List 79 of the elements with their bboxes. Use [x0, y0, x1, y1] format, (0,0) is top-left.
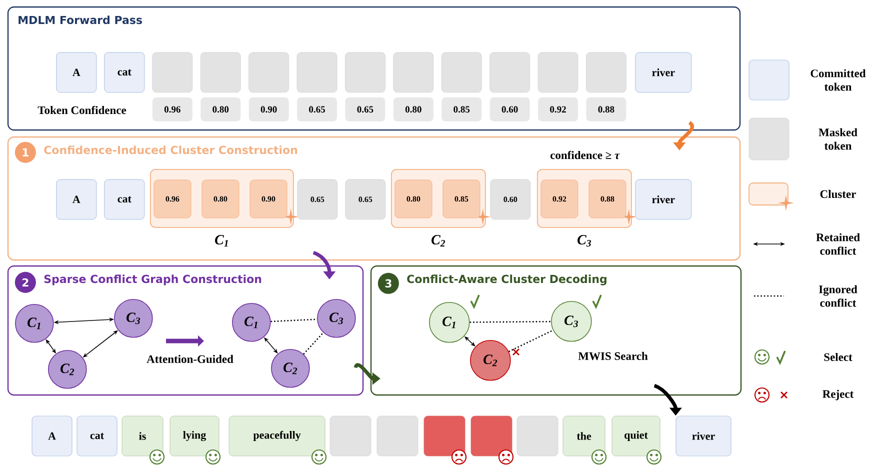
masked-token: 0.65 — [297, 179, 338, 220]
legend-label: Select — [824, 352, 852, 362]
confidence-box: 0.92 — [538, 97, 578, 122]
arrow-label: Attention-Guided — [146, 354, 234, 364]
legend-label: Masked token — [818, 128, 858, 150]
decoded-token: peacefully — [228, 416, 326, 456]
decoded-token: lying — [170, 416, 220, 456]
cluster-node: C$_{3}$ — [317, 299, 356, 338]
node-label: C$_{2}$ — [432, 235, 446, 246]
token-box: A — [32, 416, 72, 456]
legend-label: Committed token — [810, 69, 866, 91]
conflict-edge — [470, 320, 551, 323]
node-label: C$_{1}$ — [215, 235, 228, 246]
rejected-token — [424, 416, 466, 456]
step-number: 3 — [378, 272, 399, 294]
legend-label: Reject — [822, 390, 854, 400]
decoded-token: the — [562, 416, 606, 456]
cluster-token: 0.80 — [202, 180, 240, 218]
masked-token — [586, 52, 626, 93]
cluster-node: C$_{2}$ — [271, 349, 310, 388]
token-box: river — [635, 179, 692, 220]
row-label: Token Confidence — [38, 106, 126, 114]
token-box: cat — [104, 52, 145, 93]
confidence-box: 0.60 — [490, 97, 530, 122]
step-number: 1 — [14, 142, 36, 163]
masked-token — [516, 416, 558, 456]
conflict-edge — [270, 318, 318, 322]
masked-token — [200, 52, 241, 93]
masked-token — [393, 52, 434, 93]
masked-token — [248, 52, 289, 93]
cluster-node: C$_{3}$ — [114, 299, 153, 338]
token-box: A — [56, 179, 97, 220]
node-label: C$_{3}$ — [578, 235, 592, 247]
confidence-box: 0.90 — [248, 97, 289, 122]
cluster-node: C$_{1}$ — [15, 304, 54, 343]
masked-token — [441, 52, 482, 93]
method-label: MWIS Search — [578, 352, 648, 360]
threshold-label: confidence ≥ τ — [550, 150, 620, 160]
masked-token: 0.65 — [345, 179, 386, 220]
token-box: river — [676, 416, 732, 456]
masked-token — [376, 416, 418, 456]
confidence-box: 0.80 — [393, 97, 434, 122]
masked-token — [490, 52, 530, 93]
masked-token — [330, 416, 372, 456]
confidence-box: 0.65 — [345, 97, 386, 122]
cluster-node: C$_{2}$ — [470, 340, 511, 381]
legend-label: Retained conflict — [816, 233, 860, 255]
masked-token — [345, 52, 386, 93]
cluster-token: 0.96 — [154, 180, 192, 218]
step-number: 2 — [14, 272, 36, 293]
conflict-edge — [303, 332, 324, 355]
token-box: cat — [76, 416, 118, 456]
decoded-token: quiet — [612, 416, 660, 456]
masked-token — [152, 52, 193, 93]
confidence-box: 0.88 — [586, 97, 626, 122]
masked-token — [296, 52, 338, 93]
conflict-edge — [508, 330, 554, 352]
token-box: A — [56, 52, 97, 93]
confidence-box: 0.65 — [297, 97, 337, 122]
cluster-node: C$_{1}$ — [232, 303, 271, 342]
legend-label: Ignored conflict — [819, 285, 858, 307]
cluster-token: 0.85 — [442, 180, 480, 218]
legend-label: Cluster — [820, 190, 856, 198]
token-box: cat — [104, 179, 145, 220]
confidence-box: 0.80 — [200, 97, 241, 122]
cluster-token: 0.80 — [394, 180, 432, 218]
rejected-token — [470, 416, 512, 456]
confidence-box: 0.96 — [152, 97, 192, 122]
cluster-node: C$_{1}$ — [429, 302, 470, 343]
cluster-node: C$_{3}$ — [551, 301, 592, 342]
confidence-box: 0.85 — [442, 97, 482, 122]
cluster-token: 0.92 — [540, 180, 578, 218]
token-box: river — [635, 52, 692, 93]
cluster-token: 0.88 — [588, 180, 626, 218]
decoded-token: is — [122, 416, 164, 456]
cluster-token: 0.90 — [250, 180, 288, 218]
cluster-node: C$_{2}$ — [48, 350, 87, 389]
masked-token: 0.60 — [490, 179, 531, 220]
masked-token — [538, 52, 578, 93]
